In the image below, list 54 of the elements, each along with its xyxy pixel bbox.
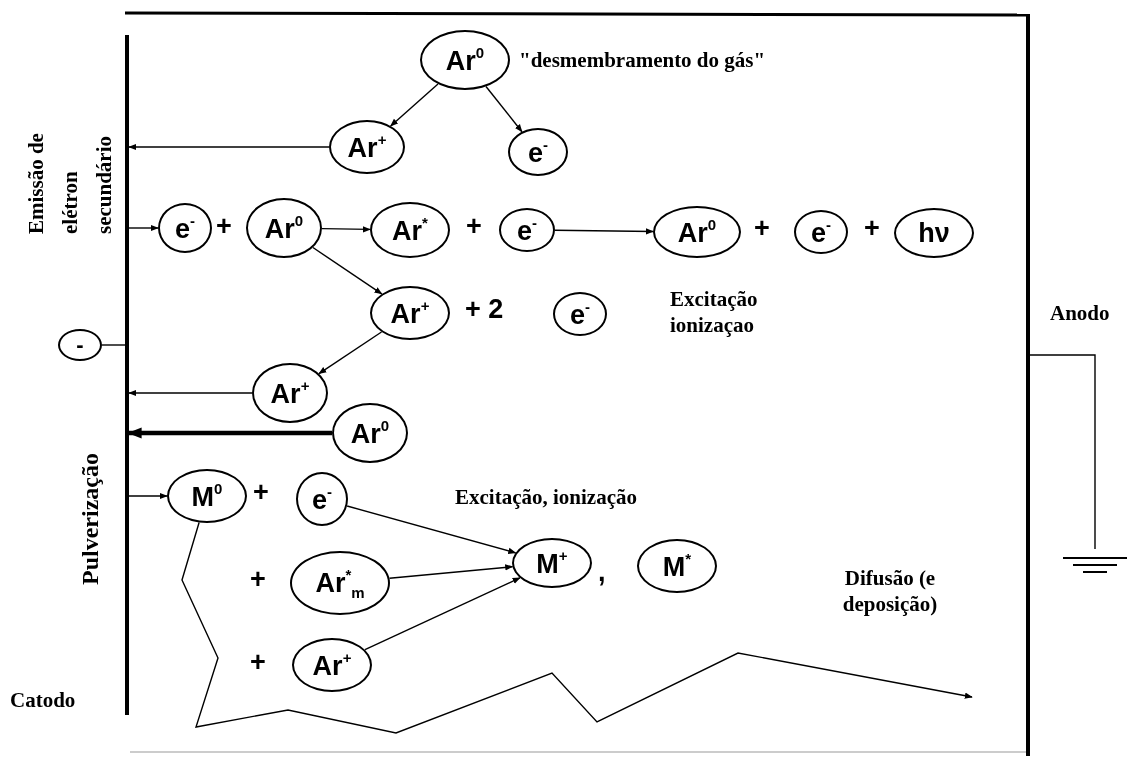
particle-ellipse: Ar$^{0}$	[332, 403, 408, 463]
arrow	[318, 331, 383, 375]
particle-ellipse: Ar$^{+}$	[370, 286, 450, 340]
particle-ellipse: e$^{-}$	[158, 203, 212, 253]
arrow	[388, 564, 514, 579]
process-caption: "desmembramento do gás"	[519, 47, 766, 74]
particle-ellipse: Ar$^{+}$	[292, 638, 372, 692]
arrow	[312, 246, 383, 295]
plus-sign: +	[250, 563, 266, 596]
electrode-label: Catodo	[10, 687, 76, 714]
particle-ellipse: Ar$^{+}$	[329, 120, 405, 174]
arrow	[128, 492, 168, 500]
comma-separator: ,	[598, 556, 606, 589]
arrow	[127, 427, 332, 439]
process-caption: Excitação ionizaçao	[670, 286, 759, 339]
particle-ellipse: Ar$^{0}$	[246, 198, 322, 258]
particle-ellipse: e$^{-}$	[553, 292, 607, 336]
process-caption: Difusão (e deposição)	[841, 565, 939, 618]
rotated-caption: Emissão de elétron secundário	[23, 132, 117, 234]
particle-ellipse: M$^{+}$	[512, 538, 592, 588]
electrode-plate	[125, 35, 129, 715]
plus-sign-with-coefficient: + 2	[465, 293, 504, 326]
particle-ellipse: Ar$^{0}$	[420, 30, 510, 90]
particle-ellipse: e$^{-}$	[508, 128, 568, 176]
particle-ellipse: Ar$^{*}$	[370, 202, 450, 258]
rotated-caption: Pulverização	[76, 452, 104, 585]
arrow	[554, 228, 654, 235]
wire	[101, 344, 126, 346]
electrode-label: Anodo	[1050, 300, 1110, 327]
particle-ellipse: e$^{-}$	[499, 208, 555, 252]
particle-ellipse: hν	[894, 208, 974, 258]
plus-sign: +	[216, 210, 232, 243]
arrow	[181, 521, 973, 734]
plus-sign: +	[253, 476, 269, 509]
particle-ellipse: Ar$^{+}$	[252, 363, 328, 423]
plus-sign: +	[250, 646, 266, 679]
arrow	[390, 83, 439, 127]
particle-ellipse: e$^{-}$	[794, 210, 848, 254]
particle-ellipse: Ar$^{0}$	[653, 206, 741, 258]
terminal-circle: -	[58, 329, 102, 361]
particle-ellipse: M$^{*}$	[637, 539, 717, 593]
arrow	[321, 226, 371, 233]
plus-sign: +	[466, 210, 482, 243]
plus-sign: +	[864, 212, 880, 245]
particle-ellipse: e$^{-}$	[296, 472, 348, 526]
particle-ellipse: M$^{0}$	[167, 469, 247, 523]
arrow	[128, 143, 330, 151]
electrode-plate	[1026, 14, 1030, 756]
arrow	[346, 505, 517, 554]
process-caption: Excitação, ionização	[455, 484, 637, 511]
plus-sign: +	[754, 212, 770, 245]
arrow	[128, 224, 159, 232]
wire	[1029, 354, 1096, 550]
arrow	[128, 389, 253, 397]
